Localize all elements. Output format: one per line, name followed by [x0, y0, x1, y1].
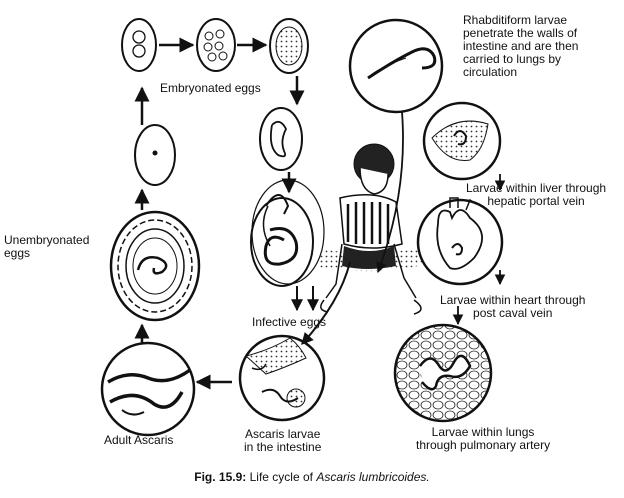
label-unembryonated: Unembryonated eggs [4, 234, 89, 260]
label-rhabditiform: Rhabditiform larvae penetrate the walls … [463, 14, 578, 79]
label-liver-line-2: hepatic portal vein [466, 195, 606, 208]
egg-early-larva [260, 108, 302, 170]
liver-larvae [424, 103, 500, 179]
rhabditiform-larva [350, 20, 442, 112]
adult-ascaris [102, 343, 194, 435]
label-intestine-line-2: in the intestine [244, 441, 321, 454]
label-adult: Adult Ascaris [104, 434, 173, 447]
label-rhabditiform-line-5: circulation [463, 66, 578, 79]
egg-two-cell [122, 19, 156, 71]
label-intestine: Ascaris larvae in the intestine [244, 428, 321, 454]
caption-figure-number: Fig. 15.9: [194, 470, 246, 484]
label-lungs: Larvae within lungs through pulmonary ar… [416, 426, 550, 452]
label-infective: Infective eggs [252, 316, 326, 329]
boy-figure [320, 144, 430, 314]
label-lungs-line-2: through pulmonary artery [416, 439, 550, 452]
heart-larvae [418, 198, 502, 284]
egg-unembryonated [111, 212, 199, 320]
figure-caption: Fig. 15.9: Life cycle of Ascaris lumbric… [0, 470, 624, 484]
caption-species: Ascaris lumbricoides. [316, 470, 429, 484]
egg-hatching [251, 195, 313, 286]
caption-text: Life cycle of [250, 470, 313, 484]
egg-morula [270, 19, 308, 73]
label-unembryonated-line-2: eggs [4, 247, 89, 260]
egg-single-cell [135, 125, 175, 185]
lungs-larvae [395, 325, 491, 421]
label-heart: Larvae within heart through post caval v… [440, 294, 585, 320]
label-heart-line-2: post caval vein [440, 307, 585, 320]
label-liver: Larvae within liver through hepatic port… [466, 182, 606, 208]
egg-multicell [197, 19, 235, 71]
intestine-larvae [240, 336, 324, 420]
label-embryonated: Embryonated eggs [160, 82, 261, 95]
